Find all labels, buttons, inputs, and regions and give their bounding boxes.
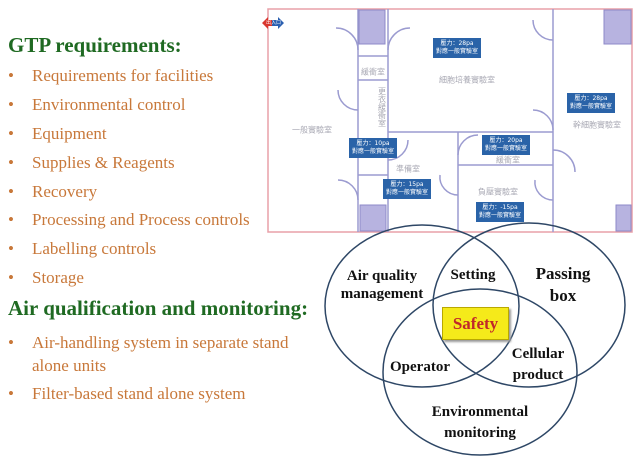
inner-walls: [335, 9, 576, 232]
room-buffer: 緩衝室: [496, 155, 520, 165]
heading-gtp-requirements: GTP requirements:: [8, 33, 182, 57]
air-shower-units: [358, 9, 632, 232]
pressure-ref: 對應一般實驗室: [352, 148, 395, 155]
outer-wall: [267, 8, 633, 233]
venn-safety: Safety: [442, 307, 509, 340]
pressure-value: 壓力：-15pa: [482, 204, 518, 211]
pressure-ref: 對應一般實驗室: [479, 212, 522, 219]
room-buffer: 緩衝室: [361, 67, 385, 77]
pressure-ref: 對應一般實驗室: [485, 145, 528, 152]
pressure-value: 壓力：28pa: [574, 95, 608, 102]
room-prep: 準備室: [396, 164, 420, 174]
venn-setting: Setting: [450, 267, 496, 283]
pressure-value: 壓力：28pa: [440, 40, 474, 47]
room-stem-cell-lab: 幹細胞實驗室: [573, 120, 621, 130]
room-cell-culture: 細胞培養實驗室: [439, 75, 495, 85]
room-general-lab: 一般實驗室: [292, 125, 332, 135]
pressure-value: 壓力：10pa: [356, 140, 390, 147]
room-negative-pressure: 負壓實驗室: [478, 187, 518, 197]
pressure-ref: 對應一般實驗室: [386, 189, 429, 196]
heading-air-qualification: Air qualification and monitoring:: [8, 296, 309, 320]
pressure-value: 壓力：15pa: [390, 181, 424, 188]
venn-circle-environmental: [382, 288, 578, 456]
entrance-label: 出入口: [266, 20, 282, 26]
pressure-value: 壓力：20pa: [489, 137, 523, 144]
venn-circle-air-quality: [324, 224, 520, 388]
pressure-ref: 對應一般實驗室: [570, 103, 613, 110]
venn-operator: Operator: [390, 359, 450, 375]
entrance-arrow-icon: [262, 17, 284, 29]
room-changing-buffer: 更衣緩衝室: [377, 87, 387, 127]
pressure-ref: 對應一般實驗室: [436, 48, 479, 55]
venn-circle-passing-box: [432, 222, 626, 388]
